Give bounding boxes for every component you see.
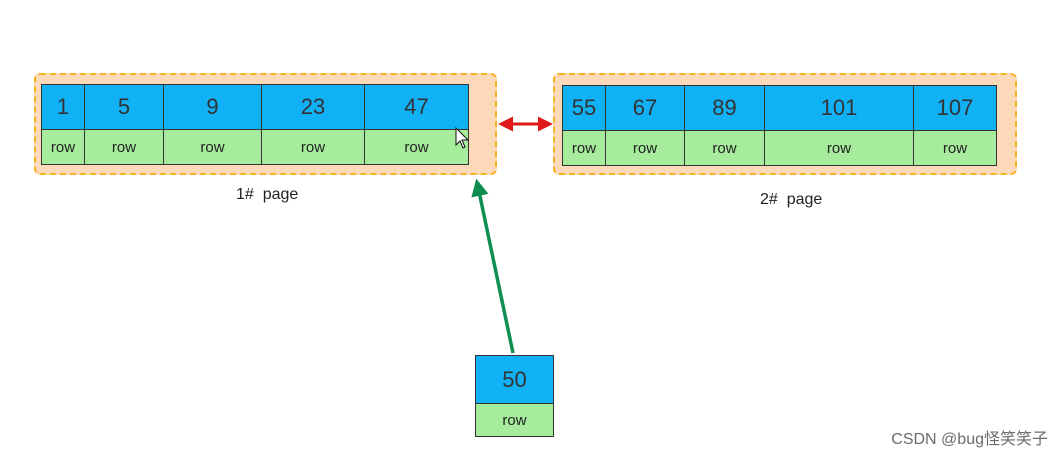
record-value: row	[685, 131, 764, 165]
record-key: 107	[914, 86, 996, 131]
page-1-records: 1 row 5 row 9 row 23 row 47 row	[41, 84, 469, 165]
record: 107 row	[913, 86, 996, 165]
record: 1 row	[42, 85, 84, 164]
record-value: row	[365, 130, 468, 164]
record-key: 5	[85, 85, 163, 130]
record-key: 47	[365, 85, 468, 130]
record-value: row	[765, 131, 913, 165]
record: 9 row	[163, 85, 261, 164]
new-record-key: 50	[476, 356, 553, 404]
record-value: row	[42, 130, 84, 164]
record-key: 67	[606, 86, 684, 131]
record-value: row	[262, 130, 364, 164]
record: 47 row	[364, 85, 468, 164]
record-key: 101	[765, 86, 913, 131]
record-key: 23	[262, 85, 364, 130]
record-key: 1	[42, 85, 84, 130]
record: 89 row	[684, 86, 764, 165]
record-value: row	[563, 131, 605, 165]
page-2-records: 55 row 67 row 89 row 101 row 107 row	[562, 85, 997, 166]
new-record: 50 row	[475, 355, 554, 437]
new-record-value: row	[476, 404, 553, 436]
record-value: row	[914, 131, 996, 165]
record: 5 row	[84, 85, 163, 164]
record-key: 55	[563, 86, 605, 131]
record-value: row	[164, 130, 261, 164]
record: 101 row	[764, 86, 913, 165]
record-key: 9	[164, 85, 261, 130]
insert-arrow	[471, 178, 515, 354]
record: 67 row	[605, 86, 684, 165]
record: 55 row	[563, 86, 605, 165]
record: 23 row	[261, 85, 364, 164]
page-1-label: 1# page	[236, 186, 299, 203]
record-key: 89	[685, 86, 764, 131]
record-value: row	[606, 131, 684, 165]
watermark: CSDN @bug怪笑笑子	[891, 431, 1048, 448]
page-2-label: 2# page	[760, 191, 823, 208]
record-value: row	[85, 130, 163, 164]
